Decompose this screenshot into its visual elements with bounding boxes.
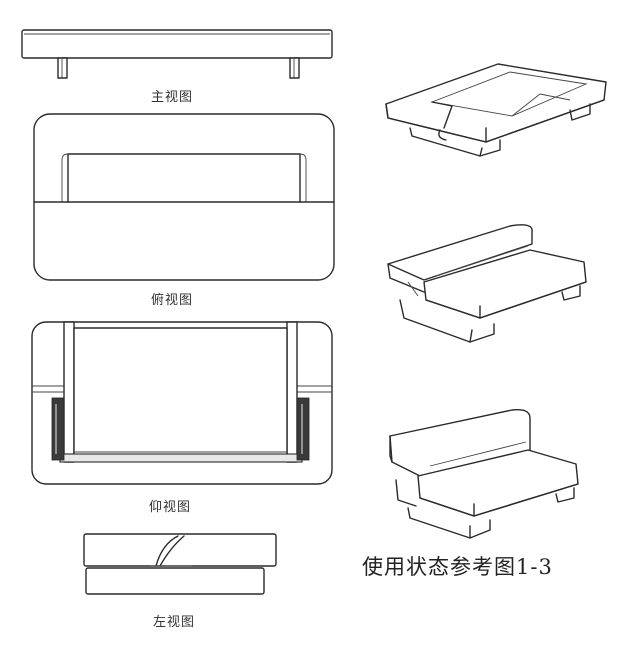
bottom-view-drawing <box>31 321 333 485</box>
left-view-label: 左视图 <box>153 615 196 630</box>
top-view-label: 俯视图 <box>151 293 194 308</box>
perspective-bed-drawing <box>385 63 607 157</box>
perspective-half-drawing <box>387 224 587 343</box>
front-view-label: 主视图 <box>151 90 194 105</box>
left-view-drawing <box>83 533 277 595</box>
figure-caption: 使用状态参考图1-3 <box>362 555 553 579</box>
perspective-sofa-drawing <box>389 408 579 539</box>
bottom-view-label: 仰视图 <box>149 500 192 515</box>
front-view-drawing <box>21 29 333 79</box>
top-view-drawing <box>33 113 335 281</box>
